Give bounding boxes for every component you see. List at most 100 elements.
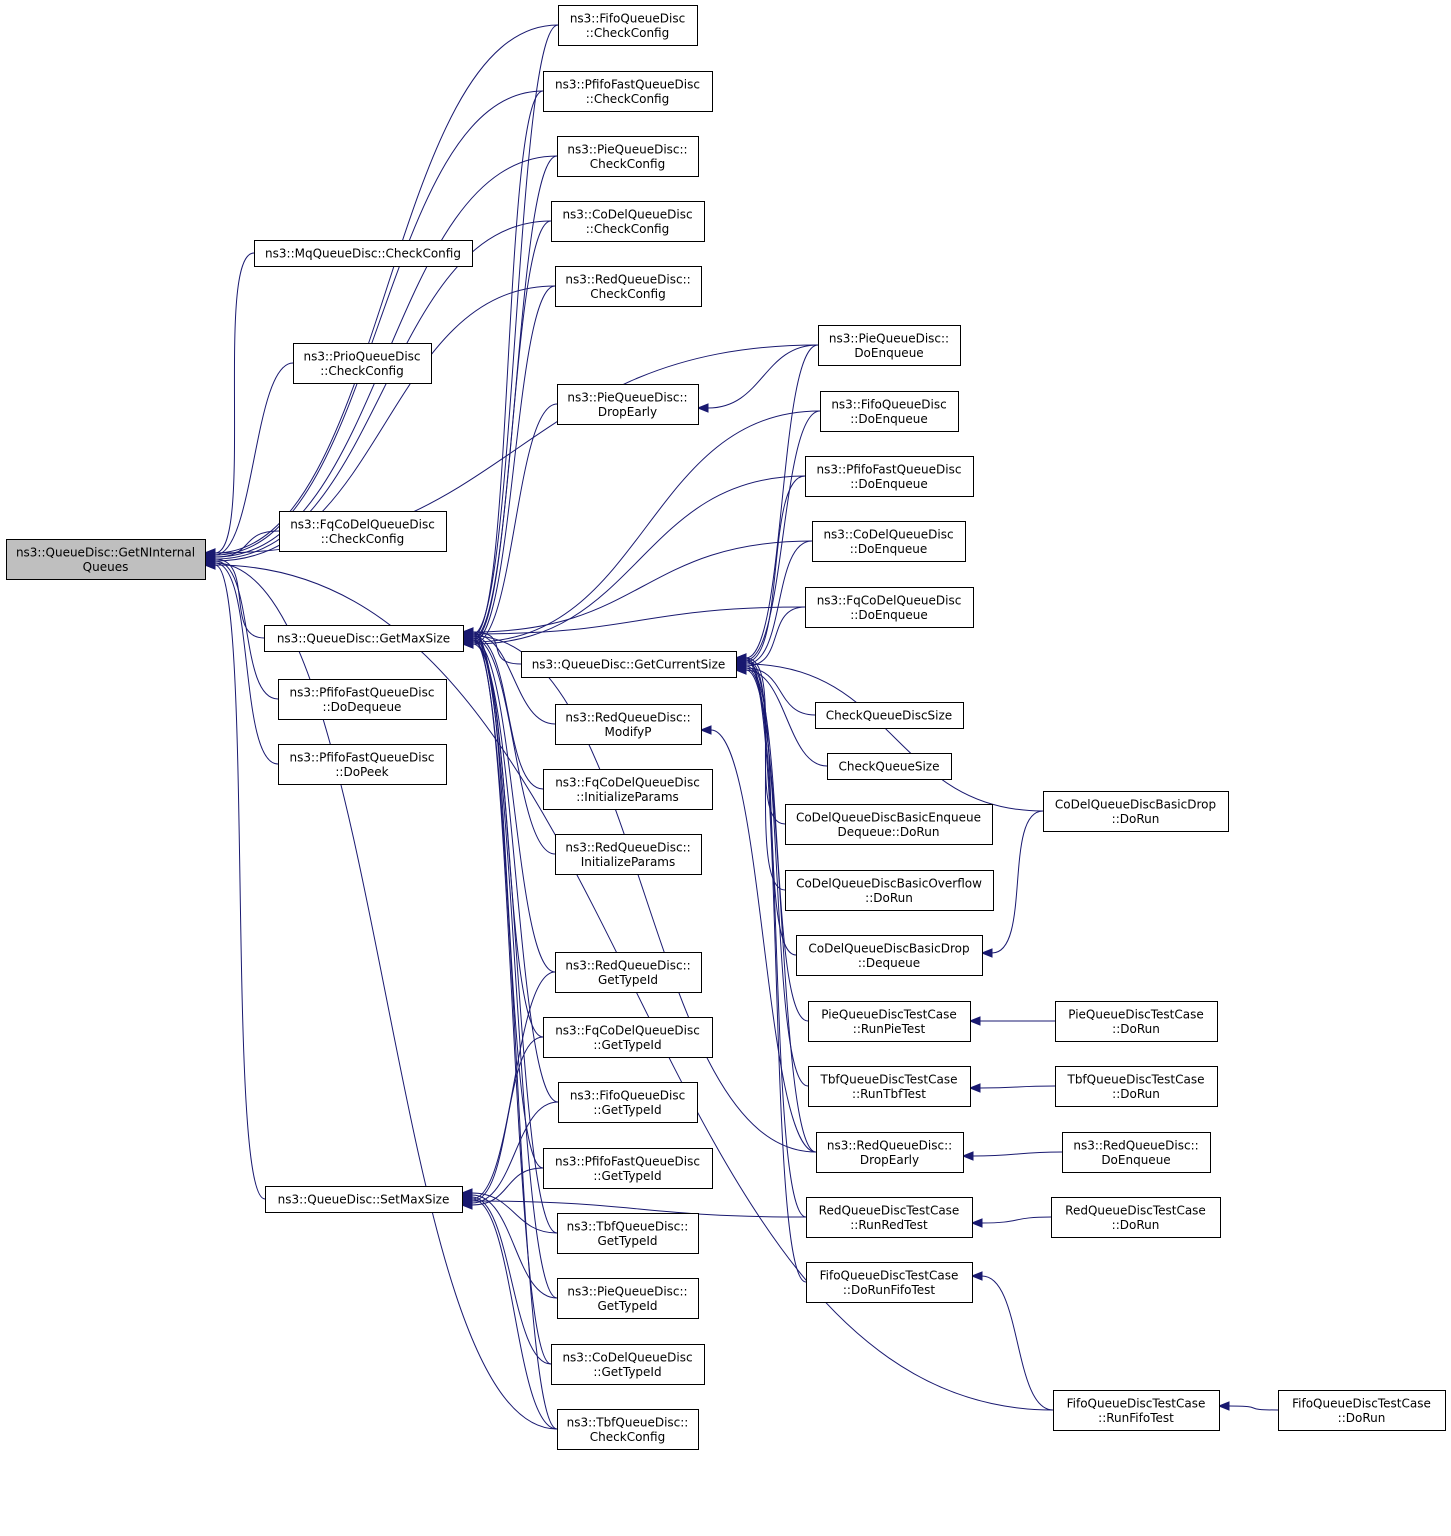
call-edge (461, 475, 806, 649)
edge-line (745, 410, 821, 661)
node-label-line: ns3::PieQueueDisc:: (567, 142, 687, 156)
graph-node-fqcodelcc[interactable]: ns3::FqCoDelQueueDisc::CheckConfig (279, 511, 447, 552)
edge-arrowhead (461, 631, 474, 641)
node-box (543, 769, 713, 810)
graph-node-fqenq[interactable]: ns3::FqCoDelQueueDisc::DoEnqueue (805, 587, 974, 628)
graph-node-tbftid[interactable]: ns3::TbfQueueDisc::GetTypeId (557, 1213, 699, 1254)
graph-node-reddrop[interactable]: ns3::RedQueueDisc::DropEarly (816, 1132, 964, 1173)
graph-node-fifodorun[interactable]: FifoQueueDiscTestCase::DoRunFifoTest (806, 1262, 973, 1303)
graph-node-pierun[interactable]: PieQueueDiscTestCase::RunPieTest (808, 1001, 971, 1042)
edge-line (745, 657, 807, 1218)
node-box (808, 1001, 971, 1042)
graph-node-pfpeek[interactable]: ns3::PfifoFastQueueDisc::DoPeek (278, 744, 447, 785)
graph-node-fifotid[interactable]: ns3::FifoQueueDisc::GetTypeId (558, 1082, 698, 1123)
graph-node-cqs[interactable]: CheckQueueSize (827, 753, 952, 780)
edge-line (471, 1167, 544, 1206)
graph-node-fifocc[interactable]: ns3::FifoQueueDisc::CheckConfig (558, 5, 698, 46)
edge-arrowhead (203, 548, 216, 558)
call-edge (460, 1196, 807, 1218)
node-box (1055, 1066, 1218, 1107)
edge-line (745, 475, 806, 663)
graph-node-cbo[interactable]: CoDelQueueDiscBasicOverflow::DoRun (785, 870, 994, 911)
edge-line (1228, 1405, 1279, 1411)
edge-line (745, 659, 807, 1283)
edge-line (472, 635, 544, 790)
graph-node-codelenq[interactable]: ns3::CoDelQueueDisc::DoEnqueue (812, 521, 966, 562)
graph-node-pfdeq[interactable]: ns3::PfifoFastQueueDisc::DoDequeue (278, 679, 447, 720)
graph-node-pieenq[interactable]: ns3::PieQueueDisc::DoEnqueue (818, 325, 961, 366)
graph-node-reddo[interactable]: RedQueueDiscTestCase::DoRun (1051, 1197, 1221, 1238)
node-box (521, 651, 737, 678)
edge-line (472, 90, 544, 637)
edge-line (472, 637, 556, 855)
graph-node-piedrop[interactable]: ns3::PieQueueDisc::DropEarly (557, 384, 699, 425)
graph-node-redcc[interactable]: ns3::RedQueueDisc::CheckConfig (555, 266, 702, 307)
node-label-line: ns3::QueueDisc::GetNInternal (16, 545, 195, 559)
node-box (815, 702, 964, 729)
graph-node-redenq[interactable]: ns3::RedQueueDisc::DoEnqueue (1062, 1132, 1211, 1173)
graph-node-cbdrun[interactable]: CoDelQueueDiscBasicDrop::DoRun (1043, 791, 1229, 832)
call-edge (696, 344, 819, 413)
graph-node-piedo[interactable]: PieQueueDiscTestCase::DoRun (1055, 1001, 1218, 1042)
graph-node-fifodo[interactable]: FifoQueueDiscTestCase::DoRun (1278, 1390, 1446, 1431)
edge-line (214, 90, 544, 556)
graph-node-redmod[interactable]: ns3::RedQueueDisc::ModifyP (555, 704, 702, 745)
node-box (806, 1262, 973, 1303)
node-label-line: ns3::RedQueueDisc:: (565, 272, 690, 286)
graph-node-setmax[interactable]: ns3::QueueDisc::SetMaxSize (265, 1186, 463, 1213)
node-label-line: ::GetTypeId (593, 1365, 661, 1379)
graph-node-redinit[interactable]: ns3::RedQueueDisc::InitializeParams (555, 834, 702, 875)
graph-node-getmax[interactable]: ns3::QueueDisc::GetMaxSize (264, 625, 464, 652)
graph-node-codelcc[interactable]: ns3::CoDelQueueDisc::CheckConfig (551, 201, 705, 242)
graph-node-fqtid[interactable]: ns3::FqCoDelQueueDisc::GetTypeId (543, 1017, 713, 1058)
graph-node-fqinit[interactable]: ns3::FqCoDelQueueDisc::InitializeParams (543, 769, 713, 810)
edge-arrowhead (734, 665, 747, 675)
graph-node-pfcc[interactable]: ns3::PfifoFastQueueDisc::CheckConfig (543, 71, 713, 112)
call-edge (970, 1216, 1052, 1228)
node-box (6, 539, 206, 580)
graph-node-pftid[interactable]: ns3::PfifoFastQueueDisc::GetTypeId (543, 1148, 713, 1189)
node-box (558, 5, 698, 46)
graph-node-pfenq[interactable]: ns3::PfifoFastQueueDisc::DoEnqueue (805, 456, 974, 497)
node-label-line: ::DoRun (1338, 1411, 1386, 1425)
graph-node-cqds[interactable]: CheckQueueDiscSize (815, 702, 964, 729)
node-label-line: ns3::CoDelQueueDisc (562, 207, 692, 221)
call-edge (203, 558, 279, 765)
graph-node-tbfrun[interactable]: TbfQueueDiscTestCase::RunTbfTest (808, 1066, 971, 1107)
node-box (551, 201, 705, 242)
node-label-line: TbfQueueDiscTestCase (819, 1072, 957, 1086)
graph-node-getcur[interactable]: ns3::QueueDisc::GetCurrentSize (521, 651, 737, 678)
graph-node-pietid[interactable]: ns3::PieQueueDisc::GetTypeId (557, 1278, 699, 1319)
graph-node-tbfdo[interactable]: TbfQueueDiscTestCase::DoRun (1055, 1066, 1218, 1107)
graph-node-priocc[interactable]: ns3::PrioQueueDisc::CheckConfig (293, 343, 432, 384)
graph-node-redrun[interactable]: RedQueueDiscTestCase::RunRedTest (806, 1197, 973, 1238)
graph-node-fifoenq[interactable]: ns3::FifoQueueDisc::DoEnqueue (820, 391, 959, 432)
graph-node-cbddeq[interactable]: CoDelQueueDiscBasicDrop::Dequeue (796, 935, 983, 976)
node-label-line: RedQueueDiscTestCase (819, 1203, 960, 1217)
graph-node-fiforun[interactable]: FifoQueueDiscTestCase::RunFifoTest (1053, 1390, 1220, 1431)
graph-node-mqcc[interactable]: ns3::MqQueueDisc::CheckConfig (254, 240, 473, 267)
call-edge (734, 540, 813, 669)
node-label-line: ::DoEnqueue (850, 542, 927, 556)
edge-line (471, 1036, 544, 1202)
edge-arrowhead (968, 1016, 981, 1026)
graph-node-codeltid[interactable]: ns3::CoDelQueueDisc::GetTypeId (551, 1344, 705, 1385)
edge-line (472, 635, 558, 1299)
node-label-line: ::CheckConfig (586, 92, 670, 106)
edge-line (472, 639, 556, 973)
edge-line (981, 1275, 1054, 1411)
node-label-line: FifoQueueDiscTestCase (1067, 1396, 1206, 1410)
edge-line (214, 562, 279, 765)
node-label-line: DropEarly (598, 405, 657, 419)
call-edge (980, 810, 1044, 958)
node-label-line: ::DoPeek (335, 765, 388, 779)
graph-node-redtid[interactable]: ns3::RedQueueDisc::GetTypeId (555, 952, 702, 993)
edge-line (471, 1198, 558, 1430)
graph-node-tbfcc[interactable]: ns3::TbfQueueDisc::CheckConfig (557, 1409, 699, 1450)
node-label-line: ns3::PfifoFastQueueDisc (290, 685, 435, 699)
graph-node-piecc[interactable]: ns3::PieQueueDisc::CheckConfig (557, 136, 699, 177)
